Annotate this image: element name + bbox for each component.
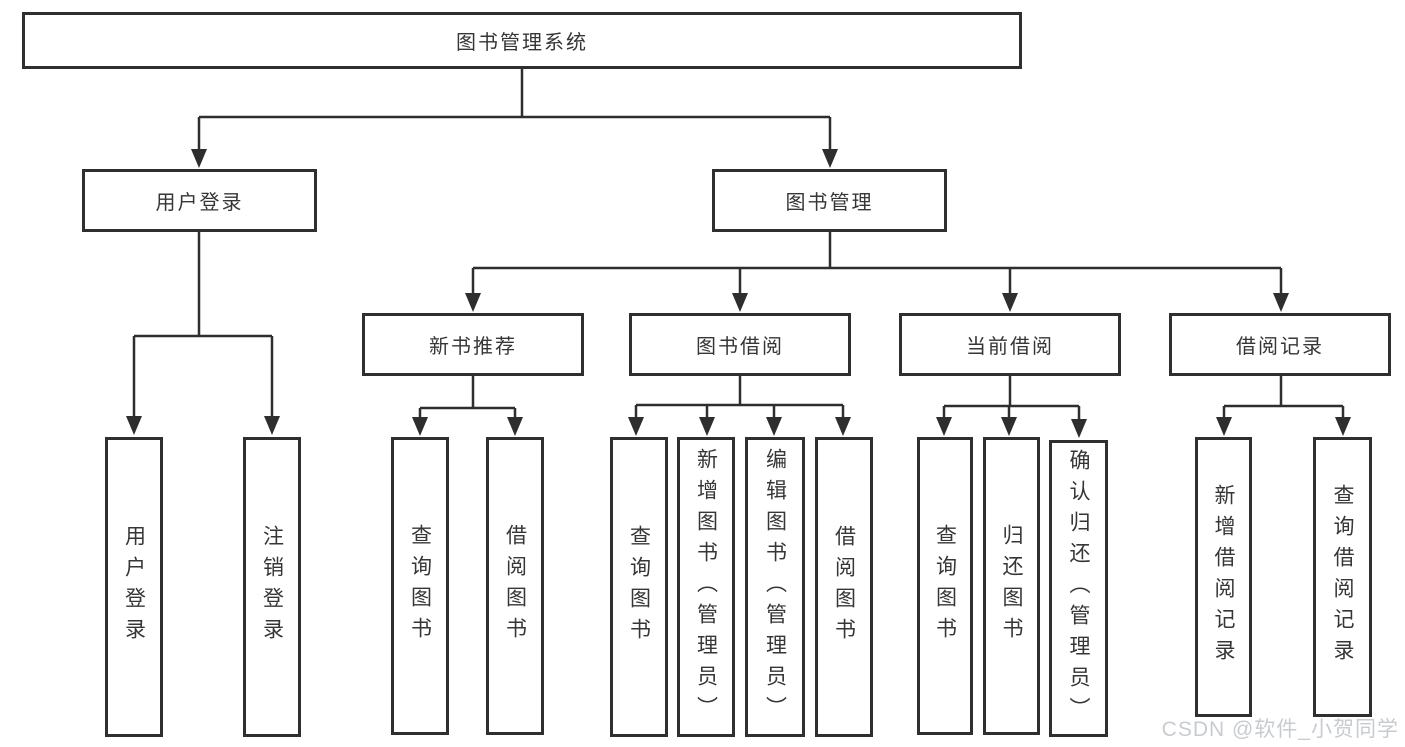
leaf-borrow-books: 借阅图书 — [815, 437, 873, 737]
arrowhead — [835, 417, 851, 436]
connector-bookmgmt-to-level3 — [471, 232, 1283, 300]
arrowhead — [191, 149, 207, 168]
arrowhead — [126, 416, 142, 435]
node-user-login: 用户登录 — [82, 169, 317, 232]
leaf-query-borrow-record: 查询借阅记录 — [1313, 437, 1372, 717]
connector-userlogin-to-leaves — [132, 232, 274, 422]
csdn-watermark: CSDN @软件_小贺同学 — [1161, 718, 1399, 741]
arrowhead — [1071, 419, 1087, 438]
node-borrow-record: 借阅记录 — [1169, 313, 1391, 376]
connector-root-to-level2 — [197, 68, 832, 152]
arrowhead — [1335, 417, 1351, 436]
arrowhead — [507, 417, 523, 436]
arrowhead — [1001, 417, 1017, 436]
arrowhead — [628, 417, 644, 436]
connector-currentborrow-to-leaves — [942, 376, 1081, 424]
arrowhead — [1002, 293, 1018, 312]
leaf-add-borrow-record: 新增借阅记录 — [1195, 437, 1252, 717]
node-book-borrow: 图书借阅 — [629, 313, 851, 376]
arrowhead — [936, 417, 952, 436]
arrowhead — [1216, 417, 1232, 436]
leaf-logout: 注销登录 — [243, 437, 301, 737]
node-book-management: 图书管理 — [712, 169, 947, 232]
arrowhead — [822, 149, 838, 168]
leaf-user-login: 用户登录 — [105, 437, 163, 737]
leaf-edit-books-admin: 编辑图书（管理员） — [745, 437, 805, 737]
connector-bookborrow-to-leaves — [634, 376, 845, 424]
leaf-query-books: 查询图书 — [391, 437, 449, 735]
arrowhead — [732, 293, 748, 312]
arrowhead — [699, 417, 715, 436]
node-new-book-recommend: 新书推荐 — [362, 313, 584, 376]
node-current-borrow: 当前借阅 — [899, 313, 1121, 376]
connector-newbook-to-leaves — [418, 376, 517, 424]
arrowhead — [412, 417, 428, 436]
leaf-add-books-admin: 新增图书（管理员） — [677, 437, 735, 737]
leaf-query-books: 查询图书 — [610, 437, 668, 737]
leaf-borrow-books: 借阅图书 — [486, 437, 544, 735]
arrowhead — [1273, 293, 1289, 312]
arrowhead — [766, 417, 782, 436]
leaf-query-books: 查询图书 — [917, 437, 973, 735]
arrowhead — [264, 416, 280, 435]
leaf-return-books: 归还图书 — [983, 437, 1040, 735]
leaf-confirm-return-admin: 确认归还（管理员） — [1049, 440, 1108, 737]
connector-borrowrecord-to-leaves — [1222, 376, 1345, 424]
arrowhead — [465, 293, 481, 312]
node-root-library-system: 图书管理系统 — [22, 12, 1022, 69]
